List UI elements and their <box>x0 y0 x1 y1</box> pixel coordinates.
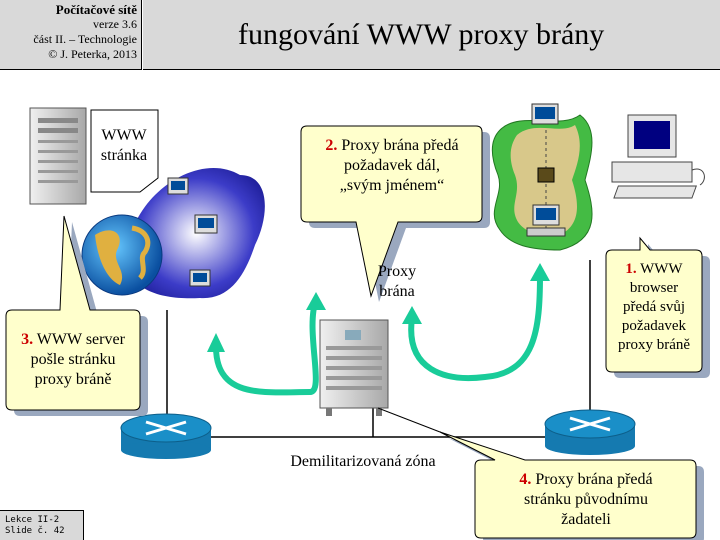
callout-4-bubble <box>439 431 697 539</box>
slide-footer: Lekce II-2 Slide č. 42 <box>0 510 84 540</box>
www-server-icon <box>29 107 87 205</box>
globe-continent <box>95 230 123 285</box>
callout-1-text: 1. WWW browser předá svůj požadavek prox… <box>617 261 691 353</box>
callout-1-bubble <box>605 236 703 373</box>
course-title: Počítačové sítě <box>55 2 137 17</box>
callout-3-bubble <box>5 215 141 411</box>
flow-arrow-right <box>408 272 543 381</box>
header-info: Počítačové sítě verze 3.6 část II. – Tec… <box>0 0 142 70</box>
router-right-icon <box>544 409 636 455</box>
slide-title-bar: fungování WWW proxy brány <box>143 0 720 70</box>
part-text: část II. – Technologie <box>33 32 137 46</box>
flow-arrow-left <box>212 297 319 396</box>
dmz-label: Demilitarizovaná zóna <box>290 453 436 470</box>
slide-number: Slide č. 42 <box>5 526 65 536</box>
client-workstation-icon <box>611 114 705 199</box>
proxy-label: Proxy brána <box>377 263 417 300</box>
author-text: © J. Peterka, 2013 <box>48 47 137 61</box>
slide-title: fungování WWW proxy brány <box>238 18 605 51</box>
router-left-icon <box>120 413 212 459</box>
globe-icon <box>81 214 163 296</box>
callout-2-text: 2. Proxy brána předá požadavek dál, „svý… <box>325 137 459 194</box>
www-page-label: WWW stránka <box>100 127 148 164</box>
version-text: verze 3.6 <box>93 17 137 31</box>
lesson-label: Lekce II-2 <box>5 515 60 525</box>
proxy-gateway-icon <box>319 319 389 416</box>
cloud-pc-icon <box>167 177 218 287</box>
callout-3-text: 3. WWW server pošle stránku proxy bráně <box>21 331 125 388</box>
web-page-document-icon <box>90 109 159 193</box>
callout-4-text: 4. Proxy brána předá stránku původnímu ž… <box>519 471 653 528</box>
globe-continent-2 <box>131 225 151 280</box>
callout-2-bubble <box>300 125 483 298</box>
